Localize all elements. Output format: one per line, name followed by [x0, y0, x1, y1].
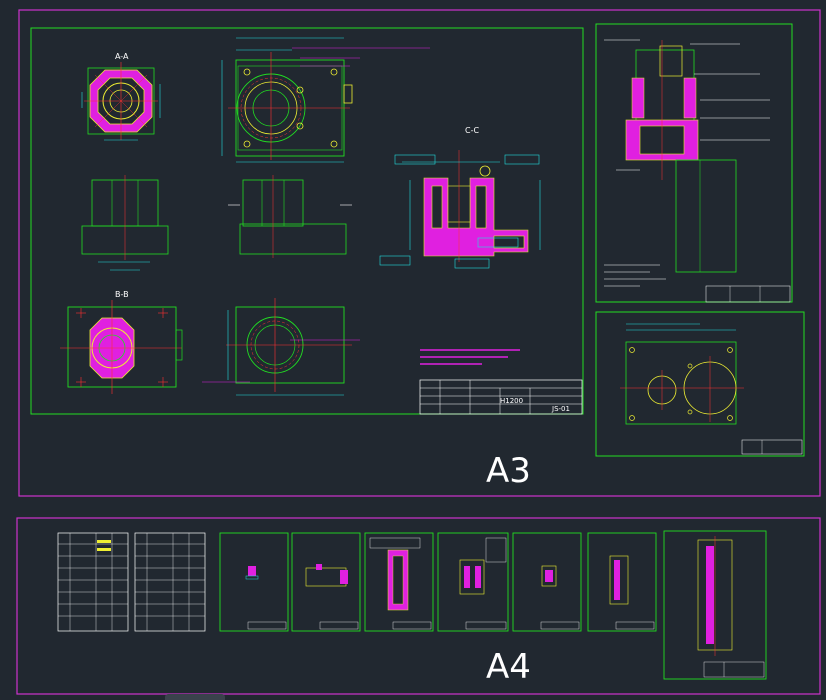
notes-block [420, 349, 520, 365]
a4-frame [16, 517, 821, 695]
part-sheet-right-bottom[interactable] [595, 311, 805, 457]
a4-sheet-5[interactable] [512, 532, 582, 632]
view-bb-label: B-B [115, 290, 129, 299]
bom-table-1[interactable] [57, 532, 129, 632]
view-side-left [81, 175, 169, 271]
view-bb [60, 300, 183, 394]
title-block-code: JS-01 [552, 405, 570, 413]
a4-section-label: A4 [486, 647, 531, 687]
view-aa [81, 62, 161, 141]
command-line-tab[interactable] [165, 694, 225, 700]
a4-sheet-7[interactable] [663, 530, 767, 680]
a4-sheet-2[interactable] [291, 532, 361, 632]
a4-sheet-3[interactable] [364, 532, 434, 632]
a4-sheet-4[interactable] [437, 532, 509, 632]
view-side-middle [228, 175, 352, 258]
a3-frame [18, 9, 821, 497]
view-aa-label: A-A [115, 52, 129, 61]
a4-sheet-1[interactable] [219, 532, 289, 632]
bom-table-2[interactable] [134, 532, 206, 632]
main-assembly-sheet[interactable] [30, 27, 584, 415]
a3-section-label: A3 [486, 451, 531, 491]
view-cc-label: C-C [465, 126, 480, 135]
title-block [419, 379, 583, 415]
view-cc [379, 150, 541, 269]
view-front-top [221, 37, 430, 163]
assembly-sheet-right-top[interactable] [595, 23, 793, 303]
view-bottom-center [202, 298, 360, 396]
a4-sheet-6[interactable] [587, 532, 657, 632]
title-block-model: H1200 [500, 397, 524, 405]
